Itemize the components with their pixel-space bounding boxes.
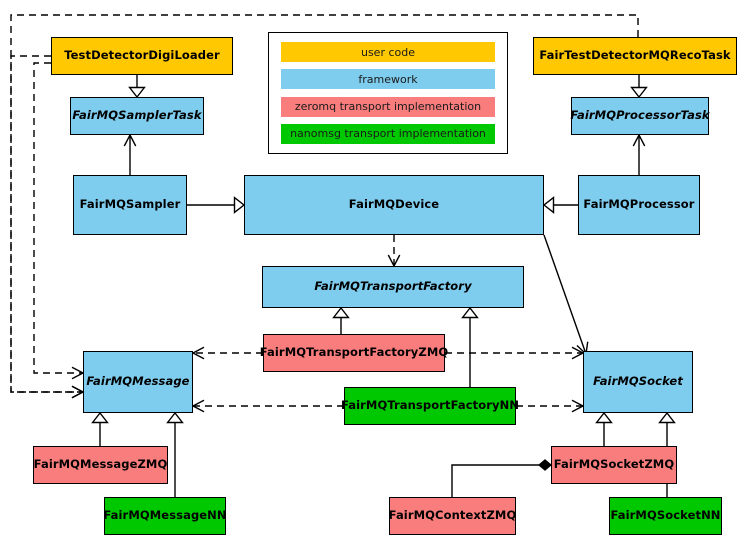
class-node-label: FairTestDetectorMQRecoTask xyxy=(539,48,731,63)
class-node-label: FairMQTransportFactory xyxy=(314,279,472,294)
legend-item-framework: framework xyxy=(281,69,495,90)
dependency-factorynn-to-message xyxy=(191,399,344,413)
legend-item-label: framework xyxy=(358,72,418,86)
class-node-FairMQMessage[interactable]: FairMQMessage xyxy=(83,351,193,413)
dependency-factoryzmq-to-socket xyxy=(445,346,585,360)
class-node-label: FairMQTransportFactoryZMQ xyxy=(259,345,449,360)
class-node-label: FairMQSocketZMQ xyxy=(553,457,675,472)
class-node-FairMQMessageZMQ[interactable]: FairMQMessageZMQ xyxy=(33,446,168,484)
class-node-label: FairMQSocket xyxy=(593,374,683,389)
class-node-label: FairMQMessage xyxy=(86,374,190,389)
legend-item-label: zeromq transport implementation xyxy=(294,100,482,114)
class-node-FairTestDetectorMQRecoTask[interactable]: FairTestDetectorMQRecoTask xyxy=(533,37,737,75)
generalization-samplertask-to-digiloader xyxy=(128,75,146,99)
class-node-FairMQProcessorTask[interactable]: FairMQProcessorTask xyxy=(570,97,710,135)
class-node-FairMQSamplerTask[interactable]: FairMQSamplerTask xyxy=(70,97,204,135)
composition-contextzmq-to-socketzmq xyxy=(451,459,552,497)
generalization-sampler-to-device xyxy=(187,196,246,214)
generalization-factoryzmq-to-factory xyxy=(332,306,350,334)
class-node-FairMQSocket[interactable]: FairMQSocket xyxy=(583,351,693,413)
dependency-factoryzmq-to-message xyxy=(191,346,263,360)
legend-item-nanomsg: nanomsg transport implementation xyxy=(281,123,495,144)
class-node-FairMQProcessor[interactable]: FairMQProcessor xyxy=(578,175,700,235)
association-device-to-socket xyxy=(543,234,589,356)
legend-item-user-code: user code xyxy=(281,42,495,62)
class-node-FairMQTransportFactoryNN[interactable]: FairMQTransportFactoryNN xyxy=(340,387,520,425)
generalization-messagezmq-to-message xyxy=(91,411,109,446)
class-node-FairMQDevice[interactable]: FairMQDevice xyxy=(244,175,544,235)
class-node-FairMQTransportFactoryZMQ[interactable]: FairMQTransportFactoryZMQ xyxy=(260,334,448,372)
class-node-FairMQTransportFactory[interactable]: FairMQTransportFactory xyxy=(262,266,524,308)
dependency-factorynn-to-socket xyxy=(516,399,585,413)
class-node-label: FairMQMessageZMQ xyxy=(33,457,168,472)
legend-item-label: nanomsg transport implementation xyxy=(290,127,486,141)
class-node-label: FairMQContextZMQ xyxy=(388,508,517,523)
generalization-processortask-to-recotask xyxy=(630,75,648,99)
class-node-FairMQContextZMQ[interactable]: FairMQContextZMQ xyxy=(389,497,516,535)
class-node-label: FairMQSampler xyxy=(79,197,181,212)
class-node-TestDetectorDigiLoader[interactable]: TestDetectorDigiLoader xyxy=(51,37,233,75)
dependency-device-to-transportfactory xyxy=(387,235,401,268)
class-node-FairMQMessageNN[interactable]: FairMQMessageNN xyxy=(103,497,227,535)
class-node-FairMQSocketNN[interactable]: FairMQSocketNN xyxy=(609,497,722,535)
class-node-label: FairMQMessageNN xyxy=(103,508,227,523)
class-node-label: TestDetectorDigiLoader xyxy=(64,48,220,63)
generalization-processor-to-device xyxy=(542,196,578,214)
generalization-messagenn-to-message xyxy=(166,411,184,497)
class-node-label: FairMQProcessor xyxy=(583,197,695,212)
legend-item-zeromq: zeromq transport implementation xyxy=(281,96,495,117)
class-node-label: FairMQSocketNN xyxy=(610,508,721,523)
association-sampler-to-samplertask xyxy=(123,133,137,175)
legend: user code framework zeromq transport imple… xyxy=(268,32,508,154)
generalization-socketzmq-to-socket xyxy=(595,411,613,446)
legend-item-label: user code xyxy=(360,45,416,59)
class-node-label: FairMQProcessorTask xyxy=(570,108,710,123)
class-node-label: FairMQTransportFactoryNN xyxy=(340,398,520,413)
class-node-FairMQSampler[interactable]: FairMQSampler xyxy=(73,175,187,235)
association-processor-to-processortask xyxy=(632,133,646,175)
class-node-label: FairMQSamplerTask xyxy=(72,108,202,123)
generalization-factorynn-to-factory xyxy=(461,306,479,387)
class-node-FairMQSocketZMQ[interactable]: FairMQSocketZMQ xyxy=(551,446,677,484)
class-node-label: FairMQDevice xyxy=(348,197,440,212)
